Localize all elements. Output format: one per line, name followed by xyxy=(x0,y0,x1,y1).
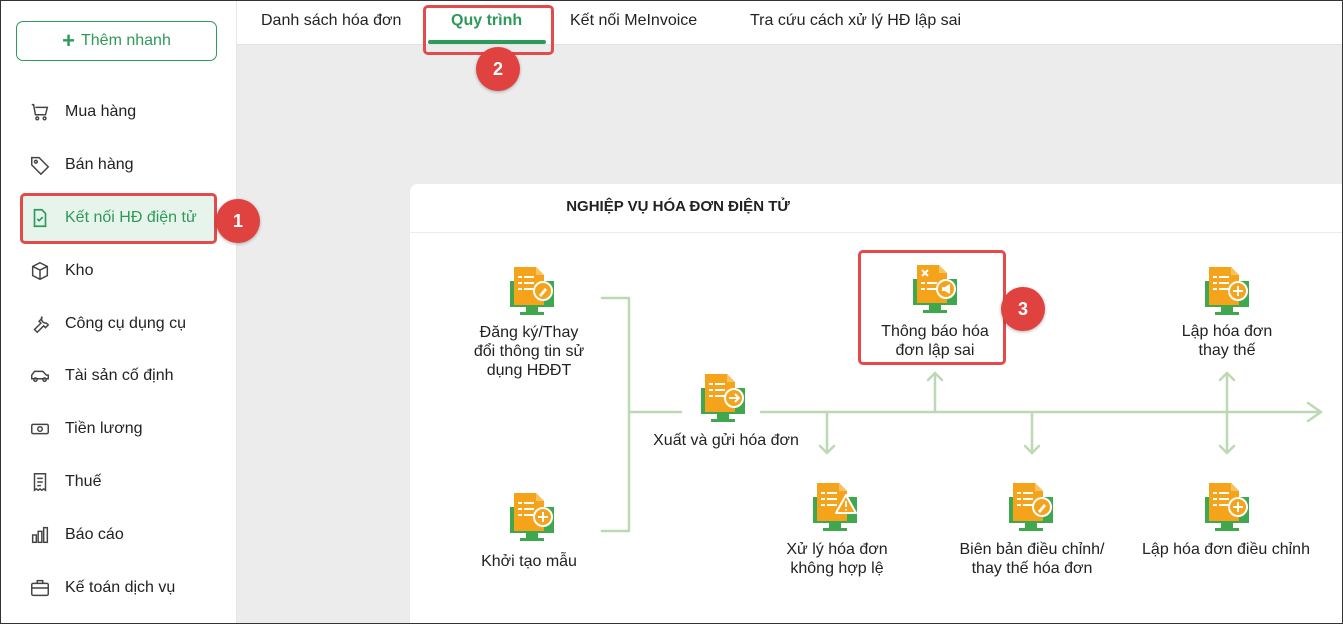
tab-bar: Danh sách hóa đơn Quy trình Kết nối MeIn… xyxy=(237,1,1342,45)
box-icon xyxy=(31,261,49,281)
wrench-icon xyxy=(33,316,50,334)
bar-chart-icon xyxy=(31,526,49,544)
callout-badge-1: 1 xyxy=(216,199,260,243)
money-icon xyxy=(31,423,49,435)
node-label: Lập hóa đơn điều chỉnh xyxy=(1142,541,1310,558)
tab-wrong-invoice-lookup[interactable]: Tra cứu cách xử lý HĐ lập sai xyxy=(750,12,962,29)
node-label: Thông báo hóa xyxy=(881,323,989,340)
quick-add-label: Thêm nhanh xyxy=(81,32,171,49)
invoice-add-icon xyxy=(1205,483,1249,531)
node-label: Biên bản điều chỉnh/ xyxy=(959,541,1105,558)
plus-icon: + xyxy=(62,28,75,53)
sidebar-item-reports[interactable]: Báo cáo xyxy=(21,512,217,558)
node-label: đổi thông tin sử xyxy=(473,343,585,360)
receipt-icon xyxy=(33,473,47,492)
panel-title: NGHIỆP VỤ HÓA ĐƠN ĐIỆN TỬ xyxy=(566,198,790,215)
callout-badge-3: 3 xyxy=(1001,287,1045,331)
sidebar-item-label: Tiền lương xyxy=(65,420,143,437)
sidebar-item-sales[interactable]: Bán hàng xyxy=(21,142,217,188)
sidebar-item-tools[interactable]: Công cụ dụng cụ xyxy=(21,301,217,347)
node-label: đơn lập sai xyxy=(895,342,975,359)
invoice-warning-icon xyxy=(813,483,857,531)
sidebar-item-label: Kế toán dịch vụ xyxy=(65,579,176,596)
sidebar-item-label: Kho xyxy=(65,262,94,279)
sidebar-item-fixed-assets[interactable]: Tài sản cố định xyxy=(21,353,217,399)
sidebar-item-label: Báo cáo xyxy=(65,526,124,543)
cart-icon xyxy=(31,103,49,121)
car-icon xyxy=(31,370,49,383)
sidebar-item-label: Kết nối HĐ điện tử xyxy=(65,209,197,226)
briefcase-icon xyxy=(31,579,49,597)
invoice-add-icon xyxy=(510,493,554,541)
sidebar: + Thêm nhanh Mua hàng Bán hàng Kết nối H… xyxy=(1,1,237,623)
invoice-add-icon xyxy=(1205,267,1249,315)
node-label: Xử lý hóa đơn xyxy=(786,541,888,558)
sidebar-item-label: Thuế xyxy=(65,473,102,490)
invoice-edit-icon xyxy=(1009,483,1053,531)
node-label: thay thế hóa đơn xyxy=(971,560,1093,577)
sidebar-item-warehouse[interactable]: Kho xyxy=(21,248,217,294)
sidebar-item-label: Bán hàng xyxy=(65,156,134,173)
sidebar-item-e-invoice[interactable]: Kết nối HĐ điện tử xyxy=(21,195,217,241)
node-label: thay thế xyxy=(1198,342,1256,359)
callout-badge-2: 2 xyxy=(476,47,520,91)
panel-divider xyxy=(410,232,1342,233)
invoice-check-icon xyxy=(33,208,47,228)
process-panel xyxy=(410,184,1342,623)
invoice-edit-icon xyxy=(510,267,554,315)
sidebar-item-label: Công cụ dụng cụ xyxy=(65,315,186,332)
node-label: Đăng ký/Thay xyxy=(479,324,579,341)
sidebar-item-label: Mua hàng xyxy=(65,103,137,120)
invoice-send-icon xyxy=(701,374,745,422)
node-label: Xuất và gửi hóa đơn xyxy=(653,432,799,449)
sidebar-item-payroll[interactable]: Tiền lương xyxy=(21,406,217,452)
node-label: dụng HĐĐT xyxy=(486,362,572,379)
sidebar-item-accounting-service[interactable]: Kế toán dịch vụ xyxy=(21,565,217,611)
active-tab-indicator xyxy=(428,40,546,44)
invoice-notify-icon xyxy=(913,265,957,313)
sidebar-item-label: Tài sản cố định xyxy=(65,367,174,384)
tab-invoice-list[interactable]: Danh sách hóa đơn xyxy=(261,12,402,29)
tab-meinvoice-connect[interactable]: Kết nối MeInvoice xyxy=(570,12,698,29)
tab-process[interactable]: Quy trình xyxy=(451,12,523,29)
node-label: không hợp lệ xyxy=(790,560,884,577)
sidebar-item-tax[interactable]: Thuế xyxy=(21,459,217,505)
quick-add-button[interactable]: + Thêm nhanh xyxy=(16,21,217,61)
node-label: Lập hóa đơn xyxy=(1181,323,1273,340)
sidebar-item-purchase[interactable]: Mua hàng xyxy=(21,89,217,135)
node-label: Khởi tạo mẫu xyxy=(481,553,577,570)
tag-icon xyxy=(31,156,50,176)
